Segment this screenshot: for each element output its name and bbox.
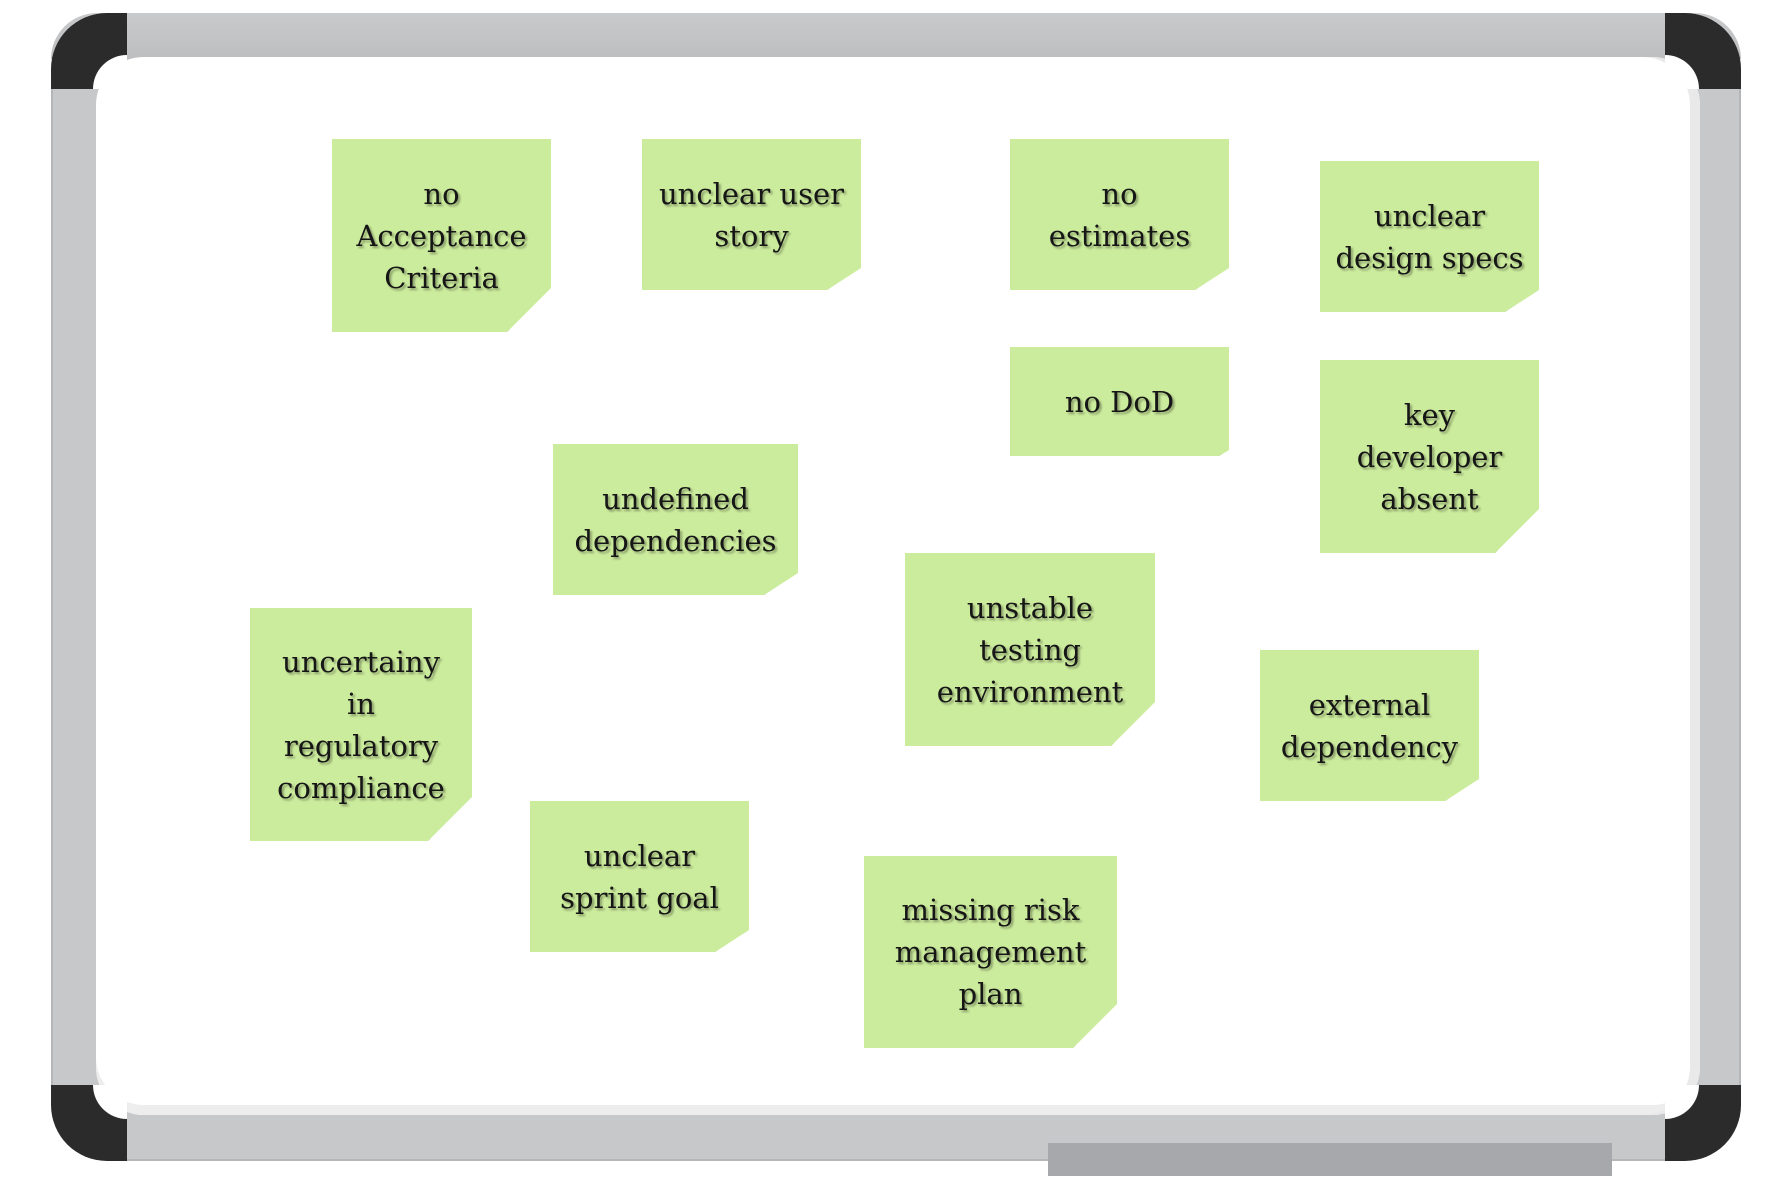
sticky-note-text: unclear sprint goal (560, 838, 719, 915)
page-curl (764, 573, 798, 595)
sticky-note-text: uncertainy in regulatory compliance (277, 644, 445, 805)
sticky-note-external-dependency[interactable]: external dependency (1260, 650, 1479, 801)
page-curl (715, 930, 749, 952)
sticky-note-missing-risk-management-plan[interactable]: missing risk management plan (864, 856, 1117, 1048)
sticky-note-text: external dependency (1280, 687, 1459, 764)
sticky-note-unstable-testing-environment[interactable]: unstable testing environment (905, 553, 1155, 746)
page-curl (1505, 290, 1539, 312)
sticky-note-uncertainty-regulatory-compliance[interactable]: uncertainy in regulatory compliance (250, 608, 472, 841)
frame-corner-top-right (1665, 13, 1741, 89)
sticky-note-text: missing risk management plan (894, 893, 1087, 1011)
sticky-note-key-developer-absent[interactable]: key developer absent (1320, 360, 1539, 553)
sticky-note-text: no DoD (1064, 384, 1175, 419)
frame-corner-bottom-left (51, 1085, 127, 1161)
page-curl (827, 268, 861, 290)
sticky-note-text: unclear user story (659, 176, 844, 253)
sticky-note-undefined-dependencies[interactable]: undefined dependencies (553, 444, 798, 595)
sticky-note-text: no Acceptance Criteria (356, 176, 527, 295)
frame-corner-top-left (51, 13, 127, 89)
sticky-note-text: unclear design specs (1335, 198, 1524, 275)
sticky-note-unclear-design-specs[interactable]: unclear design specs (1320, 161, 1539, 312)
page-curl (1445, 779, 1479, 801)
sticky-note-no-estimates[interactable]: no estimates (1010, 139, 1229, 290)
marker-tray (1048, 1143, 1612, 1176)
page-curl (1195, 268, 1229, 290)
sticky-note-text: unstable testing environment (936, 590, 1124, 709)
sticky-note-text: no estimates (1048, 176, 1191, 253)
page-curl (1219, 450, 1229, 456)
sticky-note-text: key developer absent (1356, 397, 1503, 516)
sticky-note-no-dod[interactable]: no DoD (1010, 347, 1229, 456)
sticky-note-unclear-user-story[interactable]: unclear user story (642, 139, 861, 290)
sticky-note-no-acceptance-criteria[interactable]: no Acceptance Criteria (332, 139, 551, 332)
frame-corner-bottom-right (1665, 1085, 1741, 1161)
sticky-note-unclear-sprint-goal[interactable]: unclear sprint goal (530, 801, 749, 952)
sticky-note-text: undefined dependencies (574, 481, 777, 558)
